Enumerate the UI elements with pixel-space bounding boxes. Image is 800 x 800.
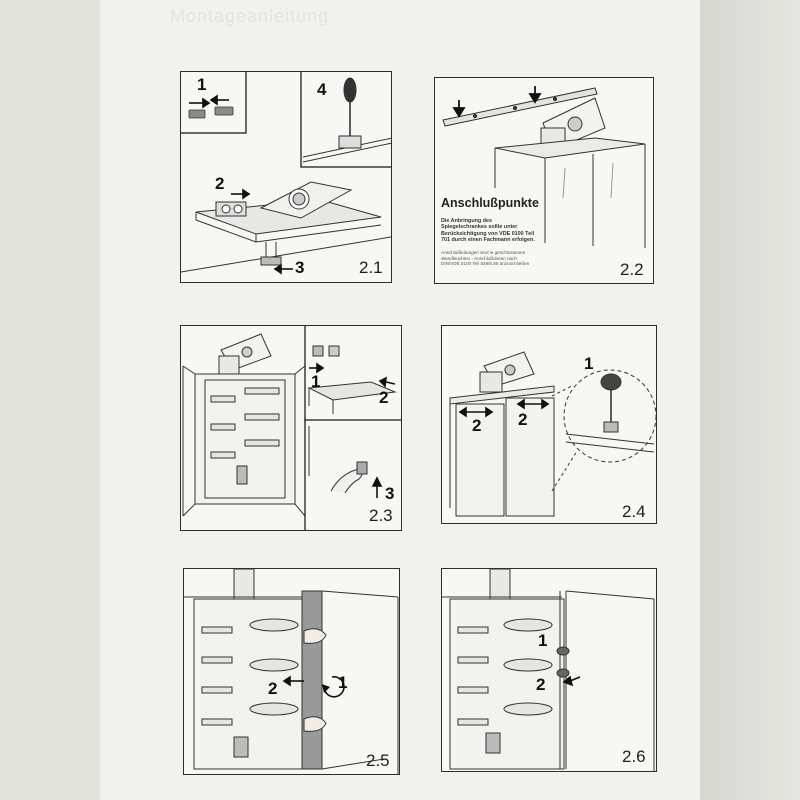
illustration-2-4 — [449, 351, 656, 517]
panel-2-3: 1 2 3 2.3 — [180, 325, 402, 531]
illustration-2-1 — [181, 72, 391, 275]
step-label: 2.2 — [620, 260, 644, 279]
callout-2-left: 2 — [472, 416, 482, 435]
panel-2-6: 1 2 2.6 — [441, 568, 657, 772]
callout-2-center: 2 — [518, 410, 528, 429]
panel-2-5: 1 2 2.5 — [183, 568, 400, 775]
illustration-2-5 — [184, 569, 399, 774]
safety-text: Die Anbringung des Spiegelschrankes soll… — [441, 218, 535, 243]
callout-3: 3 — [295, 258, 305, 277]
step-label: 2.4 — [622, 502, 646, 521]
illustration-2-2 — [442, 86, 646, 248]
panel-2-2: Anschlußpunkte Die Anbringung des Spiege… — [434, 77, 654, 284]
callout-2: 2 — [379, 388, 389, 407]
panel-2-4: 1 2 2 2 2.4 — [441, 325, 657, 524]
callout-1: 1 — [338, 673, 348, 692]
callout-1: 1 — [197, 75, 207, 94]
callout-3: 3 — [385, 484, 395, 503]
panel-2-1: 1 4 2 3 2.1 — [180, 71, 392, 283]
illustration-2-6 — [442, 569, 655, 771]
illustration-2-3 — [182, 326, 401, 530]
step-label: 2.6 — [622, 747, 646, 766]
faded-header: Montageanleitung — [170, 6, 330, 26]
background-edge — [700, 0, 800, 800]
callout-4: 4 — [317, 80, 327, 99]
callout-1: 1 — [311, 372, 321, 391]
step-label: 2.1 — [359, 258, 383, 277]
step-label: 2.5 — [366, 751, 390, 770]
callout-1: 1 — [538, 631, 548, 650]
callout-1: 1 — [584, 354, 594, 373]
callout-2: 2 — [536, 675, 546, 694]
callout-2: 2 — [268, 679, 278, 698]
step-label: 2.3 — [369, 506, 393, 525]
connection-text: Anschlußleitungen sind in geschlossenen … — [441, 250, 530, 267]
callout-2: 2 — [215, 174, 225, 193]
anschlusspunkte-heading: Anschlußpunkte — [441, 196, 539, 210]
